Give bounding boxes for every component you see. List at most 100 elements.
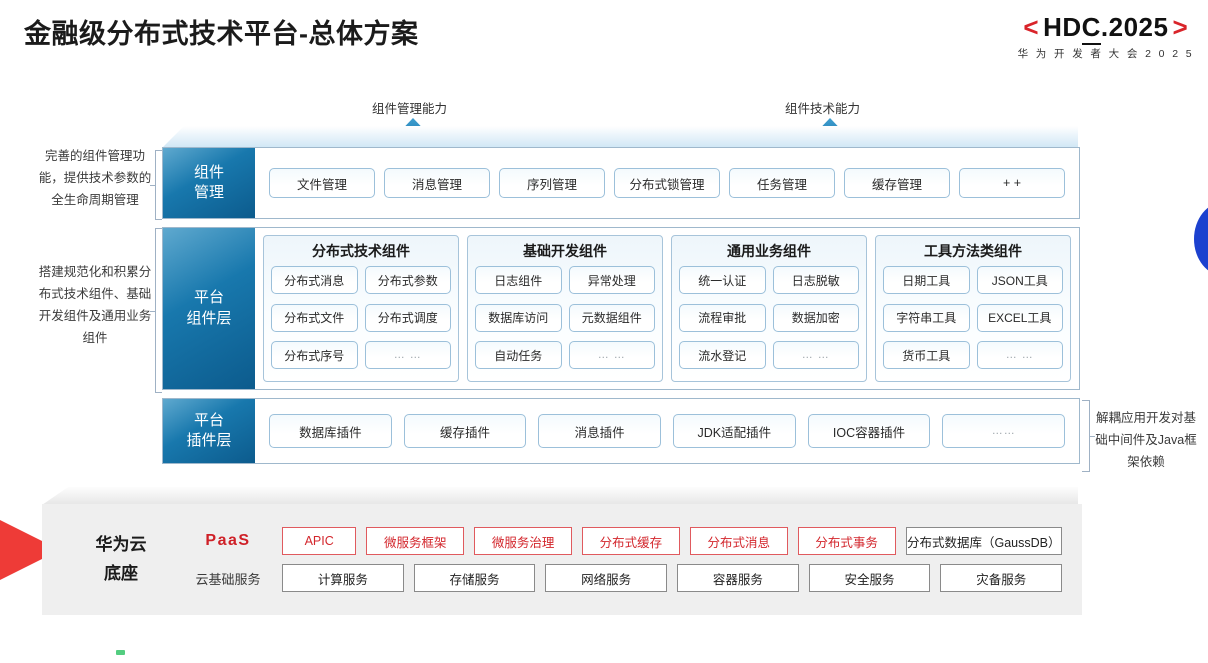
base-row-paas: PaaS APIC 微服务框架 微服务治理 分布式缓存 分布式消息 分布式事务 … [184,527,1062,555]
layer-label-component-management: 组件 管理 [163,148,255,218]
chip-distributed-sequence[interactable]: 分布式序号 [271,341,358,370]
brace-left-bottom [150,228,163,393]
callout-left-bottom: 搭建规范化和积累分布式技术组件、基础开发组件及通用业务组件 [38,265,152,345]
hdc-letter-d: D [1062,12,1082,42]
green-marker-decoration [116,650,125,655]
callout-right: 解耦应用开发对基础中间件及Java框架依赖 [1095,411,1197,469]
layer-label-line2: 管理 [193,184,224,201]
chip-plugin-more[interactable]: …… [942,414,1066,448]
stack-top-bevel [162,126,1078,148]
chip-data-encryption[interactable]: 数据加密 [772,303,859,332]
layer-platform-component: 平台 组件层 分布式技术组件 分布式消息 分布式参数 分布式文件 分布式调度 分… [162,227,1080,390]
chip-log-component[interactable]: 日志组件 [475,266,562,294]
layer-label-line1: 组件 [193,163,224,181]
brace-right [1082,400,1095,472]
chip-transaction-registration[interactable]: 流水登记 [679,341,766,370]
pill-security-service[interactable]: 安全服务 [808,564,931,592]
layer-label-line1: 平台 [193,289,224,307]
base-row-cloud-infra: 云基础服务 计算服务 存储服务 网络服务 容器服务 安全服务 灾备服务 [184,564,1063,592]
group-grid-general-business: 统一认证 日志脱敏 流程审批 数据加密 流水登记 … … [679,266,859,374]
chip-tool-more[interactable]: … … [976,341,1063,370]
chip-process-approval[interactable]: 流程审批 [679,303,766,332]
pill-distributed-database-gaussdb[interactable]: 分布式数据库（GaussDB） [905,527,1062,555]
pill-disaster-recovery-service[interactable]: 灾备服务 [940,564,1063,592]
chip-excel-tool[interactable]: EXCEL工具 [976,303,1063,332]
page-title: 金融级分布式技术平台-总体方案 [24,19,419,49]
layer-label-platform-component: 平台 组件层 [163,228,255,389]
group-tool-methods: 工具方法类组件 日期工具 JSON工具 字符串工具 EXCEL工具 货币工具 …… [875,235,1071,382]
chip-message-plugin[interactable]: 消息插件 [538,414,662,448]
chip-message-management[interactable]: 消息管理 [384,168,490,198]
chip-database-access[interactable]: 数据库访问 [475,303,562,332]
blue-circle-decoration [1194,202,1208,276]
layer-body-component-management: 文件管理 消息管理 序列管理 分布式锁管理 任务管理 缓存管理 + + [255,148,1079,218]
chip-ioc-container-plugin[interactable]: IOC容器插件 [807,414,931,448]
chip-string-tool[interactable]: 字符串工具 [883,303,970,332]
chip-json-tool[interactable]: JSON工具 [976,266,1063,294]
chip-distributed-file[interactable]: 分布式文件 [271,303,358,332]
huawei-cloud-base: 华为云 底座 PaaS APIC 微服务框架 微服务治理 分布式缓存 分布式消息… [42,504,1082,615]
chip-basic-dev-more[interactable]: … … [568,341,655,370]
chip-distributed-message[interactable]: 分布式消息 [271,266,358,294]
chip-exception-handling[interactable]: 异常处理 [568,266,655,294]
chip-database-plugin[interactable]: 数据库插件 [269,414,392,448]
group-general-business: 通用业务组件 统一认证 日志脱敏 流程审批 数据加密 流水登记 … … [671,235,867,382]
chip-add-more[interactable]: + + [959,168,1065,198]
pill-distributed-message[interactable]: 分布式消息 [689,527,788,555]
group-grid-distributed-tech: 分布式消息 分布式参数 分布式文件 分布式调度 分布式序号 … … [271,266,451,374]
layer-body-platform-component: 分布式技术组件 分布式消息 分布式参数 分布式文件 分布式调度 分布式序号 … … [255,228,1079,389]
chip-date-tool[interactable]: 日期工具 [883,266,970,294]
chip-task-management[interactable]: 任务管理 [729,168,835,198]
hdc-logo-main: <HDC.2025> [1018,12,1194,45]
chip-cache-management[interactable]: 缓存管理 [844,168,950,198]
chip-distributed-lock-management[interactable]: 分布式锁管理 [614,168,720,198]
callout-left-top: 完善的组件管理功能，提供技术参数的全生命周期管理 [38,149,152,207]
group-distributed-tech: 分布式技术组件 分布式消息 分布式参数 分布式文件 分布式调度 分布式序号 … … [263,235,459,382]
chip-jdk-adapter-plugin[interactable]: JDK适配插件 [673,414,796,448]
chip-sequence-management[interactable]: 序列管理 [499,168,605,198]
pill-network-service[interactable]: 网络服务 [545,564,668,592]
layer-label-line1: 平台 [193,411,224,429]
group-grid-basic-development: 日志组件 异常处理 数据库访问 元数据组件 自动任务 … … [475,266,655,374]
pill-compute-service[interactable]: 计算服务 [282,564,404,592]
brace-left-top [150,150,163,220]
layer-platform-plugin: 平台 插件层 数据库插件 缓存插件 消息插件 JDK适配插件 IOC容器插件 …… [162,398,1080,464]
hdc-letter-c: C [1081,12,1101,45]
chip-general-business-more[interactable]: … … [772,341,859,370]
arrow-label-component-technology: 组件技术能力 [785,102,861,116]
paas-label: PaaS [205,532,251,549]
pill-microservice-governance[interactable]: 微服务治理 [474,527,573,555]
chip-metadata-component[interactable]: 元数据组件 [568,303,655,332]
pill-microservice-framework[interactable]: 微服务框架 [366,527,465,555]
chip-distributed-scheduling[interactable]: 分布式调度 [364,303,451,332]
pill-storage-service[interactable]: 存储服务 [413,564,536,592]
base-top-bevel [42,487,1078,505]
arrow-label-component-management: 组件管理能力 [372,102,448,116]
group-basic-development: 基础开发组件 日志组件 异常处理 数据库访问 元数据组件 自动任务 … … [467,235,663,382]
hdc-logo-subtitle: 华 为 开 发 者 大 会 2 0 2 5 [1017,48,1194,60]
chip-currency-tool[interactable]: 货币工具 [883,341,970,370]
chip-distributed-parameter[interactable]: 分布式参数 [364,266,451,294]
chip-unified-authentication[interactable]: 统一认证 [679,266,766,294]
pill-distributed-transaction[interactable]: 分布式事务 [797,527,896,555]
chip-file-management[interactable]: 文件管理 [269,168,375,198]
hdc-year: .2025 [1100,12,1169,42]
hdc-logo: <HDC.2025> 华 为 开 发 者 大 会 2 0 2 5 [1017,12,1194,61]
chip-distributed-more[interactable]: … … [364,341,451,370]
chip-automatic-task[interactable]: 自动任务 [475,341,562,370]
base-title-line2: 底座 [104,563,138,583]
group-title-general-business: 通用业务组件 [727,243,811,259]
group-grid-tool-methods: 日期工具 JSON工具 字符串工具 EXCEL工具 货币工具 … … [883,266,1063,374]
base-title: 华为云 底座 [62,531,180,589]
chip-cache-plugin[interactable]: 缓存插件 [403,414,527,448]
pill-distributed-cache[interactable]: 分布式缓存 [582,527,680,555]
pill-container-service[interactable]: 容器服务 [677,564,799,592]
group-title-distributed-tech: 分布式技术组件 [312,243,410,259]
pill-apic[interactable]: APIC [282,527,357,555]
layer-label-line2: 插件层 [186,432,232,449]
chip-log-desensitization[interactable]: 日志脱敏 [772,266,859,294]
layer-label-line2: 组件层 [186,309,232,327]
layer-component-management: 组件 管理 文件管理 消息管理 序列管理 分布式锁管理 任务管理 缓存管理 + … [162,147,1080,219]
bracket-left-icon: < [1023,12,1040,42]
